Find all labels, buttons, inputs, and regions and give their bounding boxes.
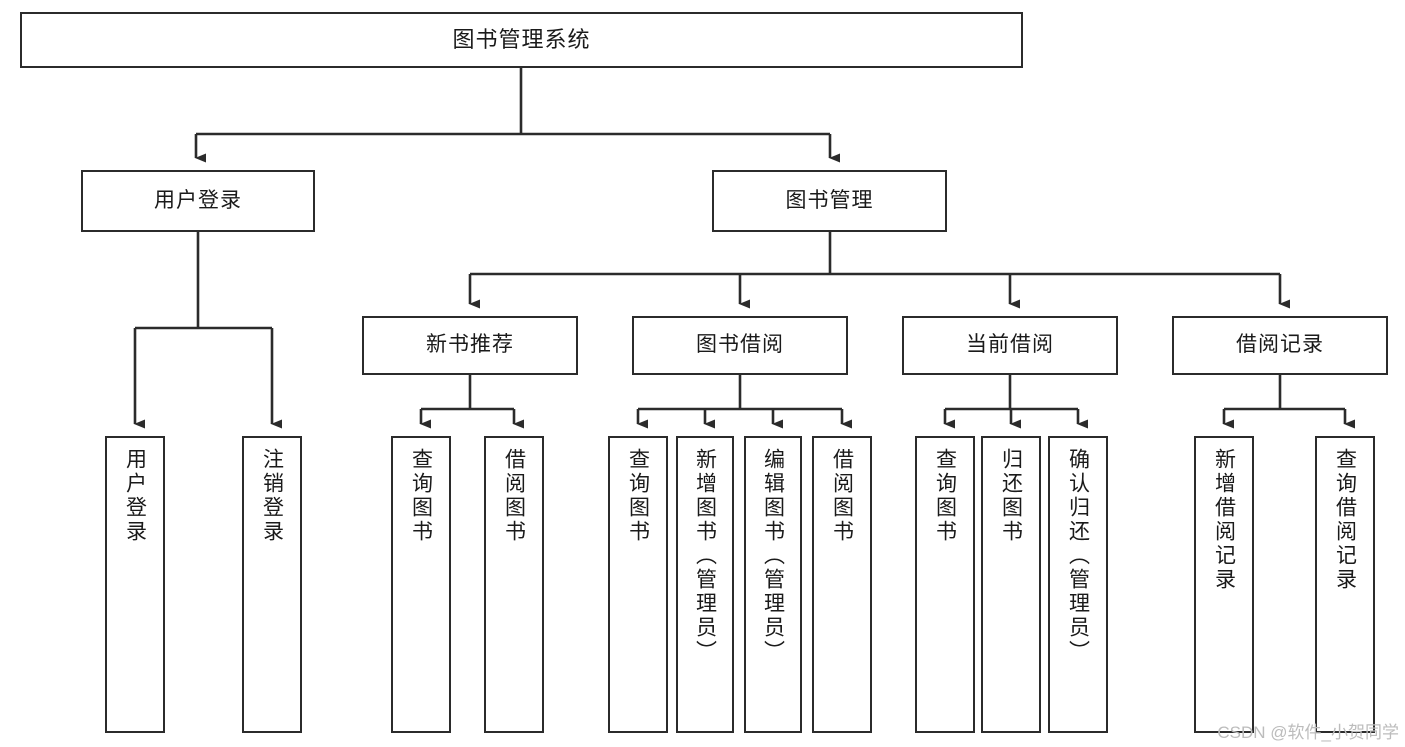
leaf-user-login-signin[interactable]: 用户登录 xyxy=(105,436,165,733)
node-current-borrow[interactable]: 当前借阅 xyxy=(902,316,1118,375)
leaf-borrow-record-add-record[interactable]: 新增借阅记录 xyxy=(1194,436,1254,733)
node-label: 借阅记录 xyxy=(1236,333,1324,357)
leaf-current-borrow-confirm-return-admin[interactable]: 确认归还（管理员） xyxy=(1048,436,1108,733)
node-new-book-recommend[interactable]: 新书推荐 xyxy=(362,316,578,375)
node-user-login[interactable]: 用户登录 xyxy=(81,170,315,232)
node-label: 新增图书（管理员） xyxy=(693,448,717,664)
node-label: 借阅图书 xyxy=(830,448,854,544)
node-label: 查询借阅记录 xyxy=(1333,448,1357,592)
leaf-book-borrow-edit-book-admin[interactable]: 编辑图书（管理员） xyxy=(744,436,802,733)
node-label: 查询图书 xyxy=(626,448,650,544)
node-book-borrow[interactable]: 图书借阅 xyxy=(632,316,848,375)
node-label: 新增借阅记录 xyxy=(1212,448,1236,592)
node-label: 借阅图书 xyxy=(502,448,526,544)
leaf-borrow-record-query-record[interactable]: 查询借阅记录 xyxy=(1315,436,1375,733)
node-label: 编辑图书（管理员） xyxy=(761,448,785,664)
leaf-current-borrow-return-book[interactable]: 归还图书 xyxy=(981,436,1041,733)
leaf-new-book-query-book[interactable]: 查询图书 xyxy=(391,436,451,733)
leaf-book-borrow-borrow-book[interactable]: 借阅图书 xyxy=(812,436,872,733)
leaf-user-login-signout[interactable]: 注销登录 xyxy=(242,436,302,733)
node-label: 当前借阅 xyxy=(966,333,1054,357)
leaf-book-borrow-add-book-admin[interactable]: 新增图书（管理员） xyxy=(676,436,734,733)
node-label: 用户登录 xyxy=(123,448,147,544)
node-label: 图书借阅 xyxy=(696,333,784,357)
node-label: 归还图书 xyxy=(999,448,1023,544)
node-label: 新书推荐 xyxy=(426,333,514,357)
node-label: 图书管理系统 xyxy=(452,27,591,53)
node-label: 查询图书 xyxy=(409,448,433,544)
leaf-current-borrow-query-book[interactable]: 查询图书 xyxy=(915,436,975,733)
node-label: 查询图书 xyxy=(933,448,957,544)
node-label: 注销登录 xyxy=(260,448,284,544)
node-root-book-management-system[interactable]: 图书管理系统 xyxy=(20,12,1023,68)
leaf-book-borrow-query-book[interactable]: 查询图书 xyxy=(608,436,668,733)
node-book-management[interactable]: 图书管理 xyxy=(712,170,947,232)
leaf-new-book-borrow-book[interactable]: 借阅图书 xyxy=(484,436,544,733)
node-label: 图书管理 xyxy=(785,188,874,212)
node-borrow-record[interactable]: 借阅记录 xyxy=(1172,316,1388,375)
watermark-text: CSDN @软件_小贺同学 xyxy=(1217,723,1399,742)
node-label: 用户登录 xyxy=(154,188,242,212)
node-label: 确认归还（管理员） xyxy=(1066,448,1090,664)
